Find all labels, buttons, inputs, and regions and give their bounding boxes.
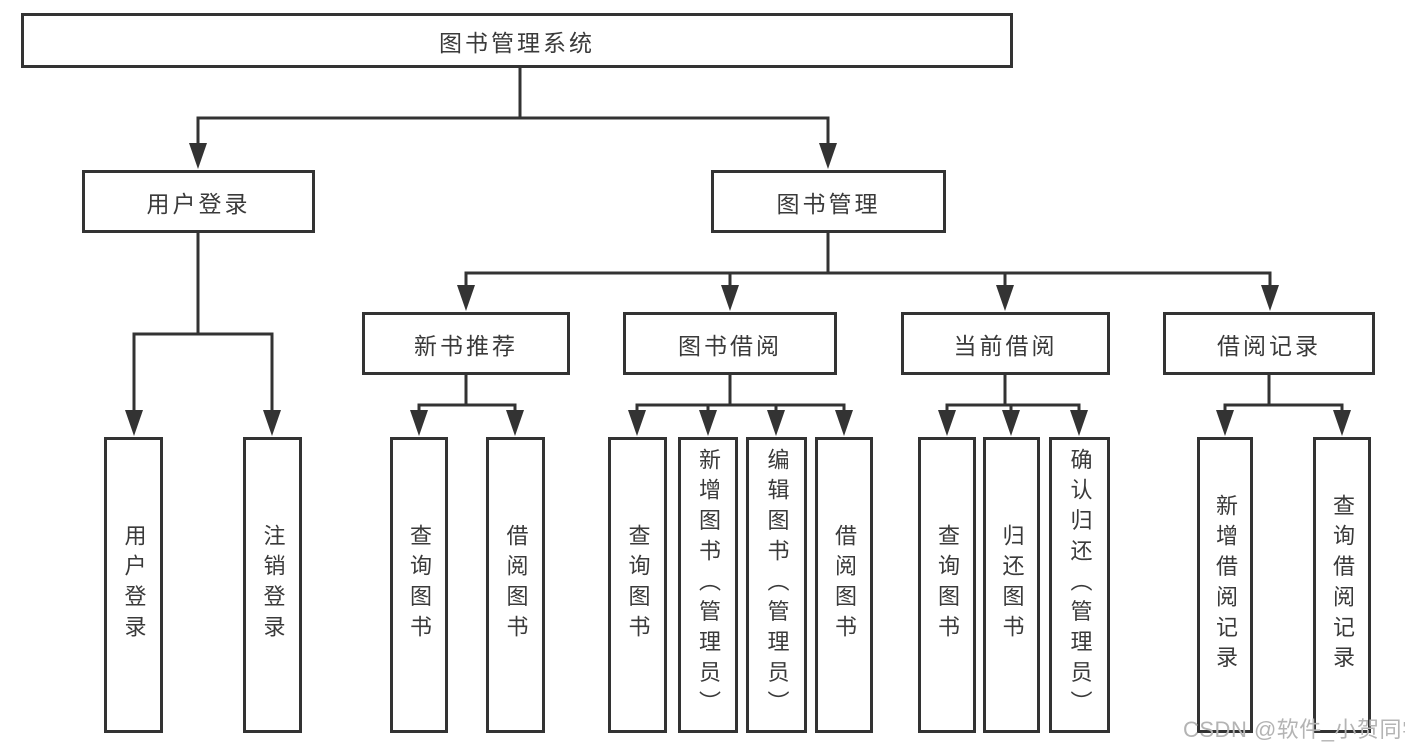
leaf-add-borrow-record: 新增借阅记录 [1197, 437, 1253, 733]
node-user-login: 用户登录 [82, 170, 315, 233]
leaf-query-books-2-label: 查询图书 [625, 524, 651, 646]
connector-arrowhead [721, 285, 739, 311]
node-new-book-recommend: 新书推荐 [362, 312, 570, 375]
connector-arrowhead [125, 410, 143, 436]
connector-arrowhead [819, 143, 837, 169]
node-borrowing-records: 借阅记录 [1163, 312, 1375, 375]
leaf-confirm-return-admin: 确认归还（管理员） [1049, 437, 1110, 733]
connector-arrowhead [628, 410, 646, 436]
leaf-query-books-1-label: 查询图书 [407, 524, 432, 646]
connector-arrowhead [1261, 285, 1279, 311]
connector-arrowhead [457, 285, 475, 311]
connector-arrowhead [767, 410, 785, 436]
connector-arrowhead [938, 410, 956, 436]
leaf-logout: 注销登录 [243, 437, 302, 733]
leaf-edit-books-admin-label: 编辑图书（管理员） [764, 448, 790, 722]
leaf-borrow-books-2: 借阅图书 [815, 437, 873, 733]
connector-arrowhead [1070, 410, 1088, 436]
leaf-return-books: 归还图书 [983, 437, 1040, 733]
connector-arrowhead [1333, 410, 1351, 436]
leaf-query-books-3: 查询图书 [918, 437, 976, 733]
leaf-borrow-books-2-label: 借阅图书 [832, 524, 857, 646]
node-new-book-recommend-label: 新书推荐 [414, 332, 518, 359]
connector-arrowhead [263, 410, 281, 436]
leaf-query-borrow-record: 查询借阅记录 [1313, 437, 1371, 733]
leaf-logout-label: 注销登录 [260, 524, 286, 646]
connector-arrowhead [1216, 410, 1234, 436]
watermark: CSDN @软件_小贺同学 [1183, 717, 1405, 742]
connector-arrowhead [506, 410, 524, 436]
leaf-query-borrow-record-label: 查询借阅记录 [1330, 493, 1355, 677]
leaf-query-books-2: 查询图书 [608, 437, 667, 733]
connector-arrowhead [996, 285, 1014, 311]
leaf-add-books-admin: 新增图书（管理员） [678, 437, 738, 733]
leaf-borrow-books-1-label: 借阅图书 [503, 524, 529, 646]
node-library-management-system-label: 图书管理系统 [439, 29, 595, 56]
node-current-borrowing-label: 当前借阅 [953, 332, 1058, 359]
leaf-borrow-books-1: 借阅图书 [486, 437, 545, 733]
node-book-management-label: 图书管理 [776, 190, 881, 217]
connector-arrowhead [189, 143, 207, 169]
node-user-login-label: 用户登录 [146, 190, 251, 217]
leaf-return-books-label: 归还图书 [999, 524, 1025, 646]
leaf-edit-books-admin: 编辑图书（管理员） [746, 437, 807, 733]
node-library-management-system: 图书管理系统 [21, 13, 1013, 68]
leaf-query-books-1: 查询图书 [390, 437, 448, 733]
node-current-borrowing: 当前借阅 [901, 312, 1110, 375]
connector-arrowhead [410, 410, 428, 436]
leaf-query-books-3-label: 查询图书 [935, 524, 960, 646]
node-book-borrowing: 图书借阅 [623, 312, 837, 375]
leaf-user-login: 用户登录 [104, 437, 163, 733]
node-book-management: 图书管理 [711, 170, 946, 233]
leaf-add-borrow-record-label: 新增借阅记录 [1213, 493, 1238, 677]
leaf-confirm-return-admin-label: 确认归还（管理员） [1067, 448, 1093, 722]
node-borrowing-records-label: 借阅记录 [1217, 332, 1321, 359]
connector-arrowhead [699, 410, 717, 436]
connector-arrowhead [1002, 410, 1020, 436]
node-book-borrowing-label: 图书借阅 [678, 332, 782, 359]
connector-arrowhead [835, 410, 853, 436]
leaf-user-login-label: 用户登录 [121, 524, 147, 646]
leaf-add-books-admin-label: 新增图书（管理员） [696, 448, 721, 722]
